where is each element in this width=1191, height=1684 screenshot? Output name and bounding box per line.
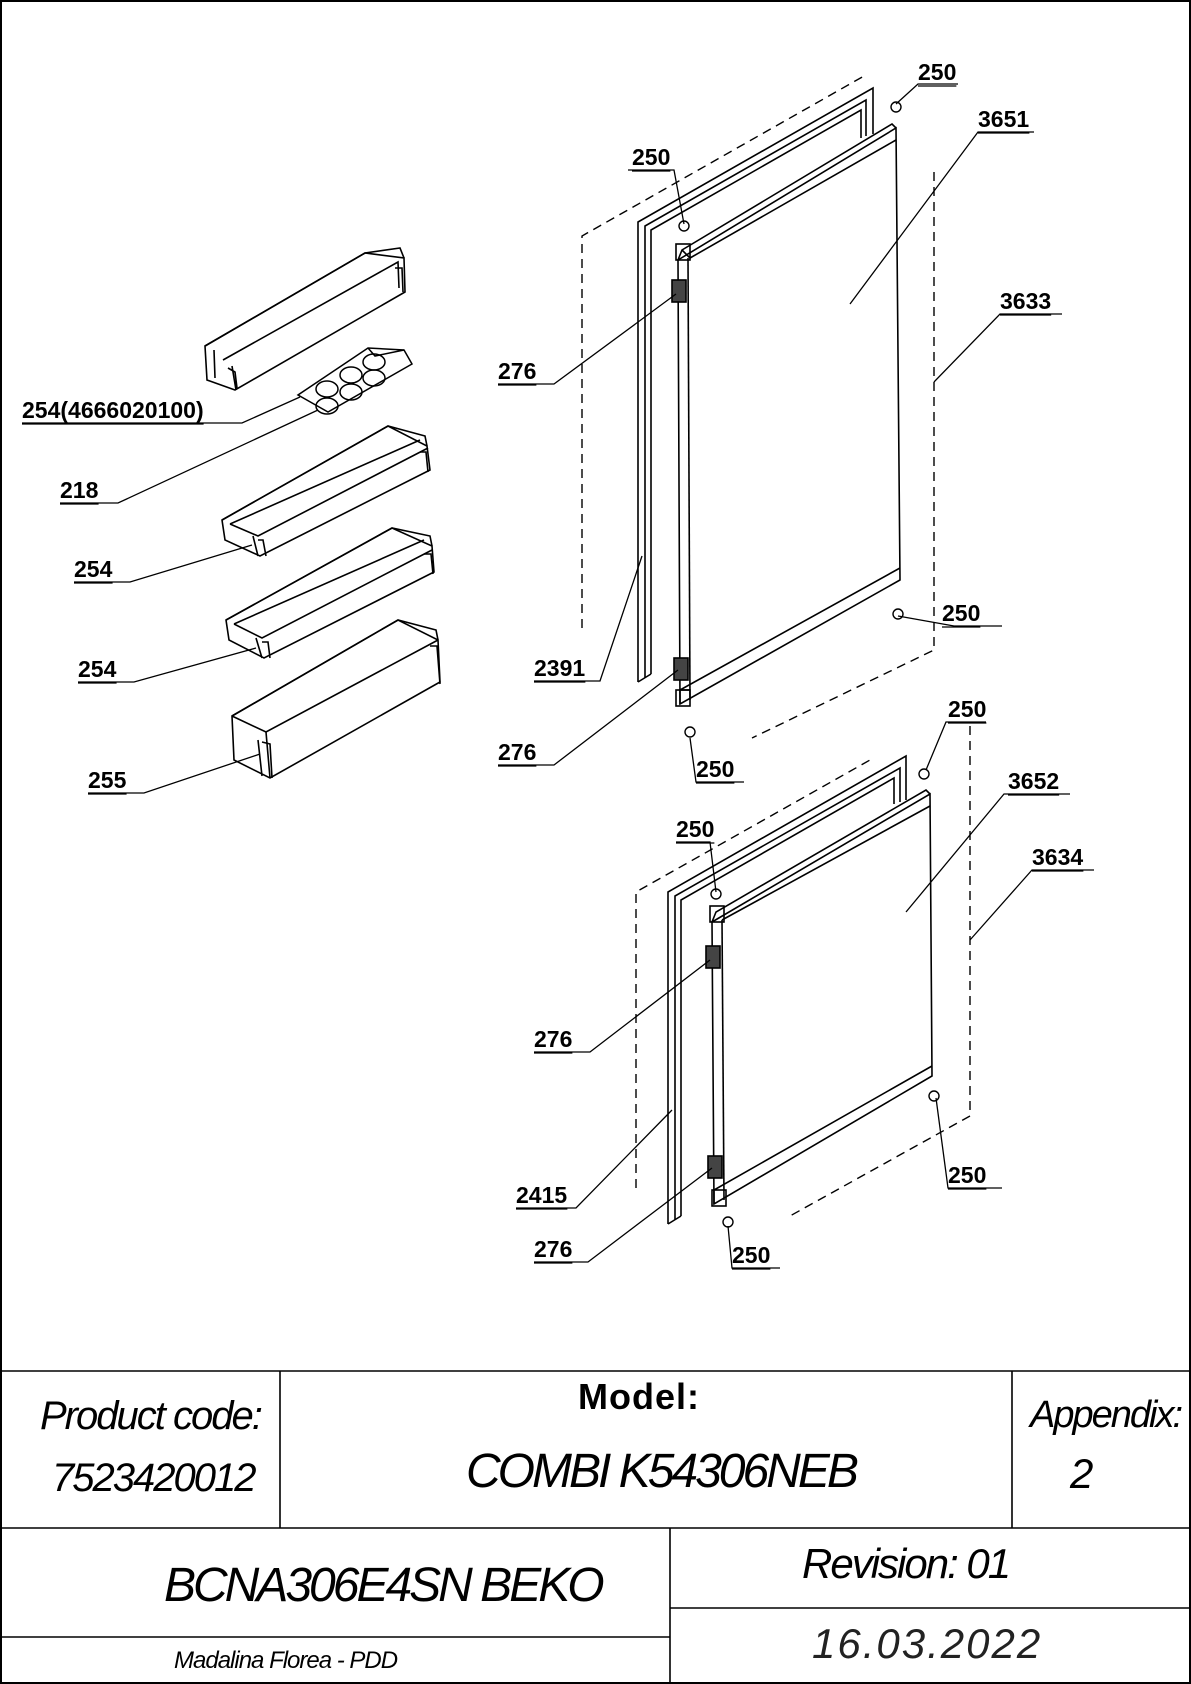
callout-276-lower-bottom: 276 (534, 1236, 572, 1262)
revision: Revision: 01 (802, 1540, 1011, 1587)
callout-276-lower-top: 276 (534, 1026, 572, 1052)
callout-255: 255 (88, 767, 127, 793)
callout-250-upper-top-left: 250 (632, 144, 670, 170)
upper-door-hinge-top (671, 279, 687, 303)
callout-276-upper-top: 276 (498, 358, 536, 384)
callout-218: 218 (60, 477, 99, 503)
egg-tray (296, 347, 414, 415)
appendix-label: Appendix: (1030, 1394, 1183, 1436)
callout-250-upper-bottom-left: 250 (696, 756, 734, 782)
callout-250-lower-top-right: 250 (948, 696, 986, 722)
upper-door-hinge-bottom (673, 657, 689, 681)
leader-lines (22, 83, 1094, 1269)
model-value: COMBI K54306NEB (466, 1445, 859, 1498)
callout-250-lower-bottom-right: 250 (948, 1162, 986, 1188)
callout-254-4666020100: 254(4666020100) (22, 397, 204, 423)
lower-door-gasket (667, 754, 907, 1225)
callout-254-middle: 254 (74, 556, 113, 582)
upper-door-screws (678, 101, 904, 738)
lower-door-gasket-outline (635, 726, 971, 1217)
callout-2415: 2415 (516, 1182, 567, 1208)
callout-3651: 3651 (978, 106, 1029, 132)
product-code-value: 7523420012 (52, 1456, 256, 1500)
lower-door-screws (710, 768, 940, 1228)
door-shelf-bin-top (204, 247, 406, 391)
callout-labels: 250 3651 250 3633 276 254(4666020100) 21… (22, 59, 1084, 1270)
title-block-grid (0, 1370, 1191, 1684)
lower-door-panel (709, 788, 933, 1207)
callout-3634: 3634 (1032, 844, 1083, 870)
upper-door-panel (675, 122, 901, 707)
author: Madalina Florea - PDD (174, 1647, 398, 1674)
product-name: BCNA306E4SN BEKO (164, 1559, 605, 1612)
callout-3652: 3652 (1008, 768, 1059, 794)
callout-250-upper-top-right: 250 (918, 59, 956, 85)
revision-date: 16.03.2022 (812, 1620, 1043, 1667)
callout-254-lower: 254 (78, 656, 117, 682)
callout-276-upper-bottom: 276 (498, 739, 536, 765)
callout-2391: 2391 (534, 655, 585, 681)
callout-3633: 3633 (1000, 288, 1051, 314)
door-shelf-bin-lower (225, 527, 435, 659)
appendix-value: 2 (1070, 1450, 1094, 1497)
model-label: Model: (578, 1376, 700, 1417)
callout-250-lower-bottom-left: 250 (732, 1242, 770, 1268)
door-bottle-bin (231, 619, 441, 779)
callout-250-lower-top-left: 250 (676, 816, 714, 842)
upper-door-gasket-outline (581, 75, 935, 739)
product-code-label: Product code: (40, 1394, 263, 1438)
upper-door-gasket (637, 86, 874, 683)
callout-250-upper-bottom-right: 250 (942, 600, 980, 626)
lower-door-hinge-bottom (707, 1155, 723, 1179)
lower-door-hinge-top (705, 945, 721, 969)
door-shelf-bin-middle (221, 425, 431, 557)
